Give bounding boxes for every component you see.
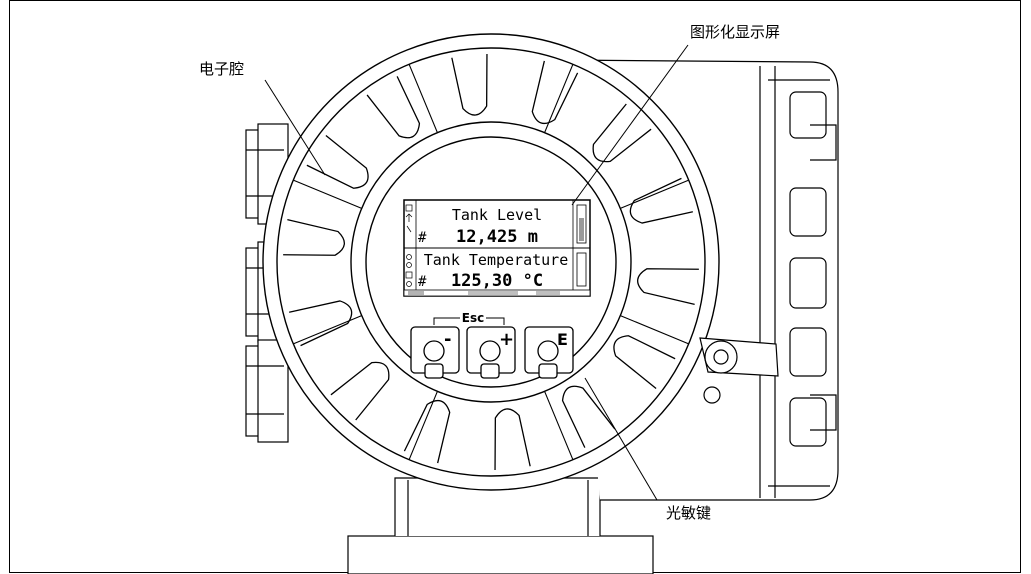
cover-spoke — [408, 391, 438, 460]
display-temperature-bar — [576, 252, 587, 287]
leader-lines — [264, 44, 689, 501]
grip-lobe — [613, 335, 676, 390]
display-bottom-bar — [403, 289, 591, 297]
callout-electronics-compartment: 电子腔 — [199, 60, 244, 78]
cover-spoke — [293, 179, 362, 209]
grip-lobe — [289, 300, 353, 347]
key-plus[interactable]: + — [466, 326, 516, 379]
key-minus-label: - — [444, 329, 451, 350]
grip-lobe — [403, 399, 451, 464]
display-status-icons — [405, 204, 413, 287]
cover-spoke — [293, 315, 362, 345]
display-row1-hash: # — [418, 230, 427, 246]
display-row1-title: Tank Level — [452, 206, 542, 224]
display-row2-hash: # — [418, 274, 427, 290]
grip-lobe — [306, 134, 369, 189]
cover-spoke — [620, 179, 689, 209]
grip-lobe — [629, 177, 693, 224]
cover-spokes — [293, 64, 689, 460]
key-plus-label: + — [499, 329, 514, 350]
leader-electronics — [264, 79, 326, 176]
grip-lobe — [637, 268, 699, 305]
esc-label: Esc — [462, 311, 484, 325]
grip-lobe — [494, 408, 531, 470]
display-row2-title: Tank Temperature — [424, 251, 569, 269]
mounting-foot — [347, 477, 654, 574]
cover-latch — [699, 337, 779, 404]
esc-bracket: Esc — [433, 311, 505, 325]
cover-grip-lobes — [283, 54, 699, 470]
grip-lobe — [330, 361, 390, 421]
grip-lobe — [531, 60, 579, 125]
leader-keys — [584, 377, 658, 501]
grip-lobe — [592, 103, 652, 163]
cover-spoke — [408, 64, 438, 133]
graphic-display: Tank Level # 12,425 m Tank Temperature #… — [403, 199, 591, 297]
display-row1-value: 12,425 m — [456, 227, 538, 247]
leader-display — [571, 44, 689, 206]
grip-lobe — [366, 76, 421, 139]
key-enter-label: E — [557, 330, 568, 349]
cover-spoke — [620, 315, 689, 345]
callout-optical-keys: 光敏键 — [666, 504, 711, 522]
key-enter[interactable]: E — [524, 326, 574, 379]
cover-spoke — [544, 64, 574, 133]
key-minus[interactable]: - — [410, 326, 460, 379]
grip-lobe — [283, 219, 345, 256]
grip-lobe — [451, 54, 488, 116]
callout-graphic-display: 图形化显示屏 — [690, 23, 780, 41]
grip-lobe — [561, 385, 616, 448]
cover-spoke — [544, 391, 574, 460]
display-row2-value: 125,30 °C — [451, 271, 543, 291]
